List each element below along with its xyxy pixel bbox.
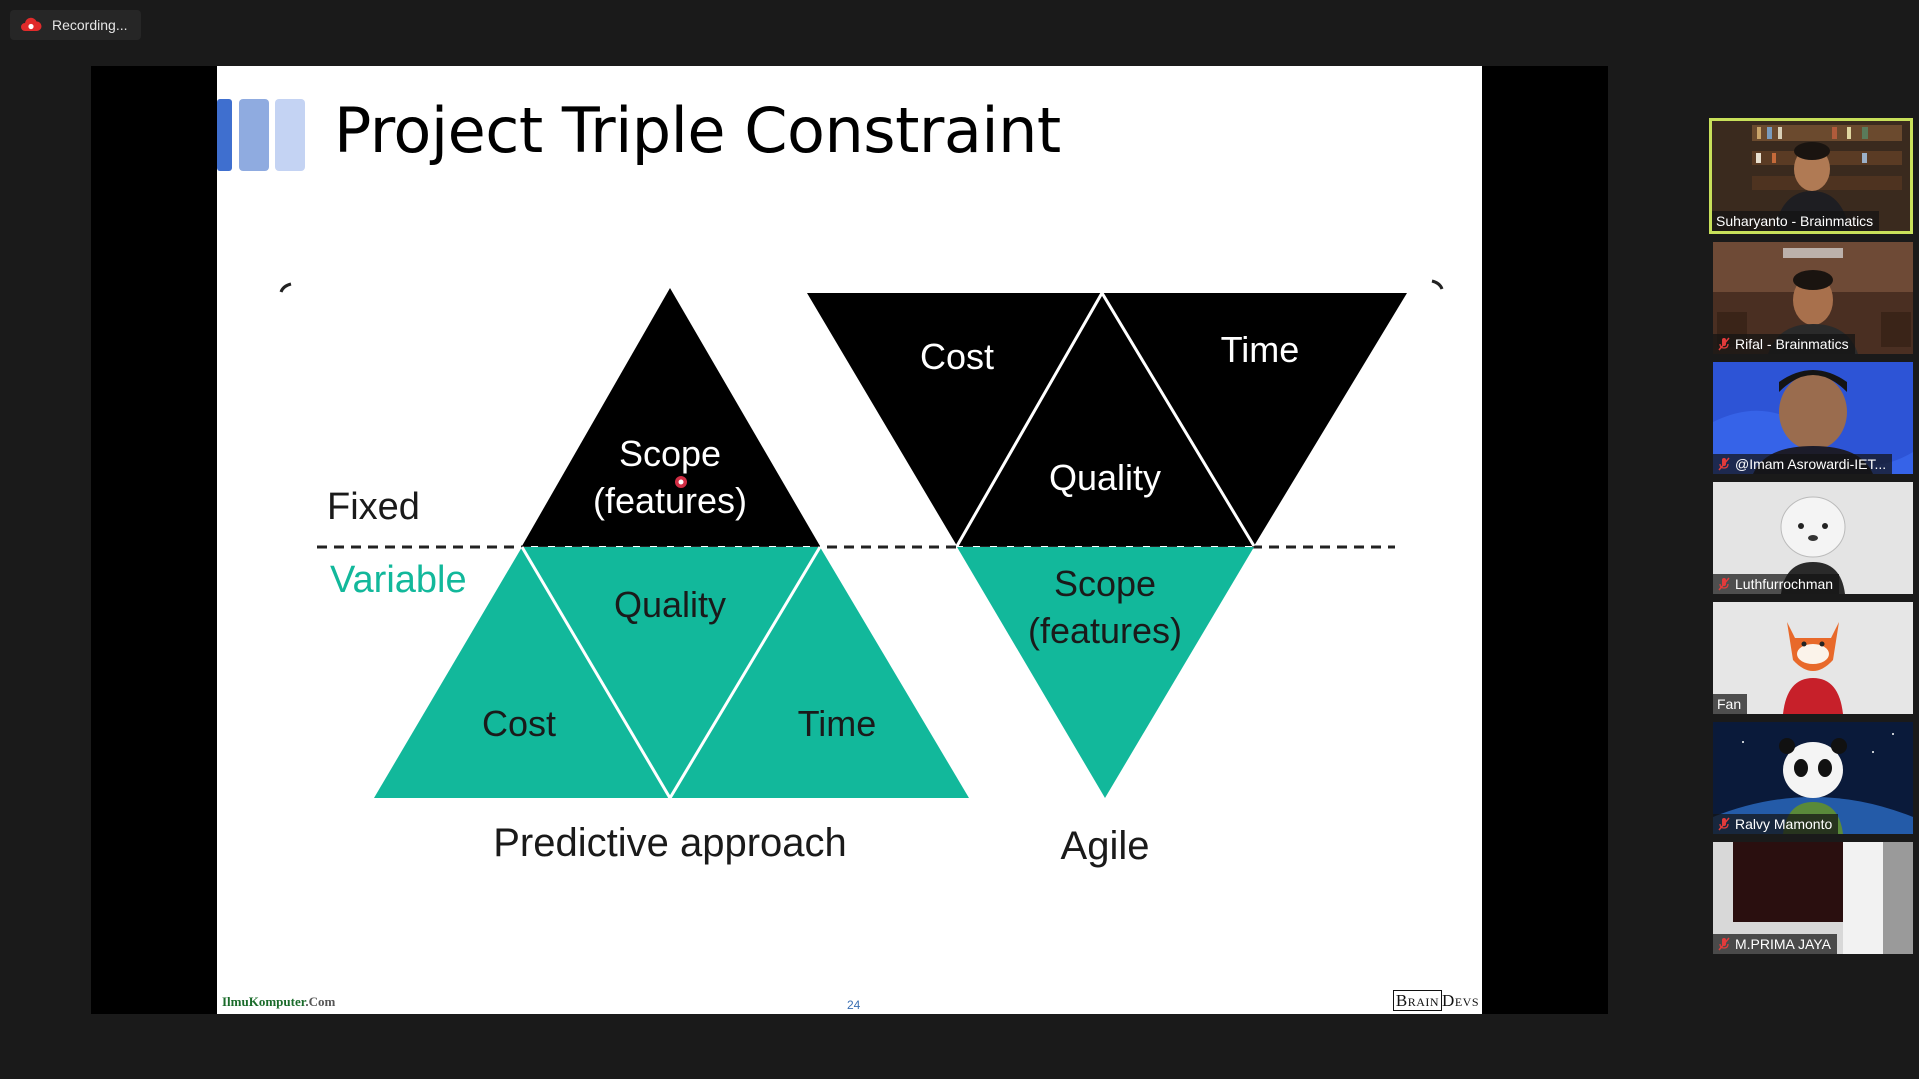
muted-mic-icon (1718, 577, 1730, 591)
shared-screen: Project Triple Constraint Fixed (91, 66, 1608, 1014)
participant-name: Fan (1713, 694, 1748, 714)
participant-name: Luthfurrochman (1713, 574, 1840, 594)
agile-cost-label: Cost (920, 336, 994, 377)
participant-name: Rifal - Brainmatics (1713, 334, 1855, 354)
triple-constraint-diagram: Fixed Variable Scope (features) Quality … (279, 279, 1444, 868)
muted-mic-icon (1718, 457, 1730, 471)
predictive-quality-label: Quality (614, 584, 726, 625)
predictive-time-triangle (670, 547, 969, 798)
footer-right-brain: Brain (1392, 990, 1443, 1011)
footer-brand-left: IlmuKomputer.Com (222, 994, 335, 1010)
footer-right-devs: Devs (1442, 991, 1479, 1010)
participant-name: Suharyanto - Brainmatics (1712, 211, 1880, 231)
predictive-cost-triangle (374, 547, 670, 798)
predictive-quality-triangle (522, 547, 820, 798)
participant-name: @Imam Asrowardi-IET... (1713, 454, 1893, 474)
agile-scope-triangle (957, 547, 1254, 798)
predictive-time-label: Time (798, 703, 877, 744)
predictive-cost-label: Cost (482, 703, 556, 744)
title-bars-decoration (217, 99, 305, 171)
muted-mic-icon (1718, 337, 1730, 351)
muted-mic-icon (1718, 937, 1730, 951)
agile-caption: Agile (1061, 824, 1150, 868)
fixed-label: Fixed (327, 486, 420, 528)
participant-tile[interactable]: Suharyanto - Brainmatics (1709, 118, 1913, 234)
presentation-slide: Project Triple Constraint Fixed (217, 66, 1482, 1014)
participant-name: M.PRIMA JAYA (1713, 934, 1837, 954)
recording-indicator[interactable]: Recording... (10, 10, 142, 40)
muted-mic-icon (1718, 817, 1730, 831)
slide-title: Project Triple Constraint (334, 94, 1061, 167)
predictive-caption: Predictive approach (493, 821, 847, 865)
predictive-scope-label-1: Scope (619, 433, 721, 474)
agile-quality-triangle (957, 293, 1254, 546)
participant-name: Ralvy Mamonto (1713, 814, 1839, 834)
participant-tile[interactable]: Fan (1713, 602, 1913, 714)
participant-tile[interactable]: M.PRIMA JAYA (1713, 842, 1913, 954)
video-feed (1713, 842, 1913, 954)
predictive-scope-label-2: (features) (593, 480, 747, 521)
pointer-cursor-icon (675, 476, 687, 488)
participant-tile[interactable]: @Imam Asrowardi-IET... (1713, 362, 1913, 474)
participant-tile[interactable]: Rifal - Brainmatics (1713, 242, 1913, 354)
participant-tile[interactable]: Luthfurrochman (1713, 482, 1913, 594)
participant-tile[interactable]: Ralvy Mamonto (1713, 722, 1913, 834)
agile-time-triangle (1102, 293, 1407, 546)
footer-left-suffix: .Com (305, 994, 336, 1009)
footer-left-main: IlmuKomputer (222, 994, 306, 1009)
agile-time-label: Time (1221, 329, 1300, 370)
agile-quality-label: Quality (1049, 457, 1161, 498)
predictive-scope-triangle (522, 288, 820, 546)
recording-label: Recording... (52, 17, 128, 33)
agile-cost-triangle (807, 293, 1102, 546)
agile-scope-label-1: Scope (1054, 563, 1156, 604)
agile-scope-label-2: (features) (1028, 610, 1182, 651)
variable-label: Variable (330, 559, 467, 601)
cloud-record-icon (21, 17, 42, 31)
slide-page-number: 24 (847, 998, 861, 1012)
